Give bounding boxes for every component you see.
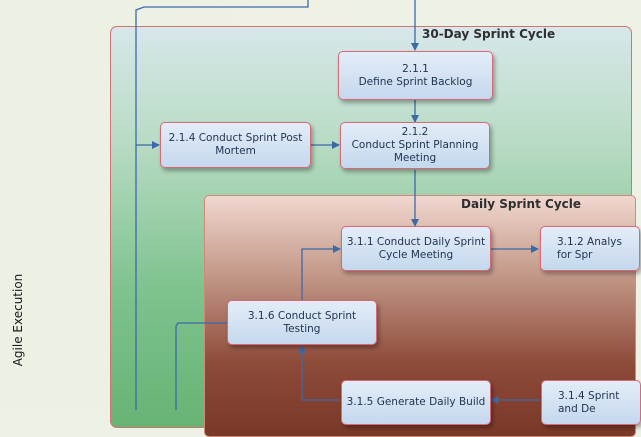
task-2-1-4-conduct-sprint-post-mortem[interactable]: 2.1.4 Conduct Sprint Post Mortem [160, 122, 311, 168]
task-2-1-2-label: 2.1.2 Conduct Sprint Planning Meeting [351, 126, 479, 164]
task-3-1-4-sprint-and-development[interactable]: 3.1.4 Sprint and De [541, 380, 641, 425]
task-2-1-2-conduct-sprint-planning-meeting[interactable]: 2.1.2 Conduct Sprint Planning Meeting [340, 122, 490, 169]
task-3-1-5-generate-daily-build[interactable]: 3.1.5 Generate Daily Build [341, 380, 491, 425]
connector-lines [135, 0, 540, 410]
connector-3-1-6-exit [175, 322, 227, 410]
task-3-1-1-label: 3.1.1 Conduct Daily Sprint Cycle Meeting [346, 235, 486, 261]
task-2-1-1-label: 2.1.1 Define Sprint Backlog [358, 62, 473, 88]
task-3-1-1-conduct-daily-sprint-cycle-meeting[interactable]: 3.1.1 Conduct Daily Sprint Cycle Meeting [341, 226, 491, 271]
task-2-1-1-define-sprint-backlog[interactable]: 2.1.1 Define Sprint Backlog [338, 51, 493, 100]
task-3-1-2-analysis-for-sprint[interactable]: 3.1.2 Analys for Spr [540, 226, 640, 271]
task-3-1-5-label: 3.1.5 Generate Daily Build [346, 396, 486, 408]
connector-3-1-6-to-3-1-1 [301, 245, 341, 300]
task-2-1-4-label: 2.1.4 Conduct Sprint Post Mortem [168, 132, 303, 157]
task-3-1-6-label: 3.1.6 Conduct Sprint Testing [247, 309, 357, 335]
daily-sprint-cycle-title: Daily Sprint Cycle [461, 197, 581, 211]
connector-3-1-5-to-3-1-6 [298, 345, 340, 401]
task-3-1-6-conduct-sprint-testing[interactable]: 3.1.6 Conduct Sprint Testing [227, 300, 377, 345]
connector-top-left-loop [135, 0, 309, 410]
thirty-day-sprint-cycle-title: 30-Day Sprint Cycle [422, 27, 556, 41]
task-3-1-4-label: 3.1.4 Sprint and De [558, 389, 620, 415]
task-3-1-2-label: 3.1.2 Analys for Spr [557, 235, 622, 261]
